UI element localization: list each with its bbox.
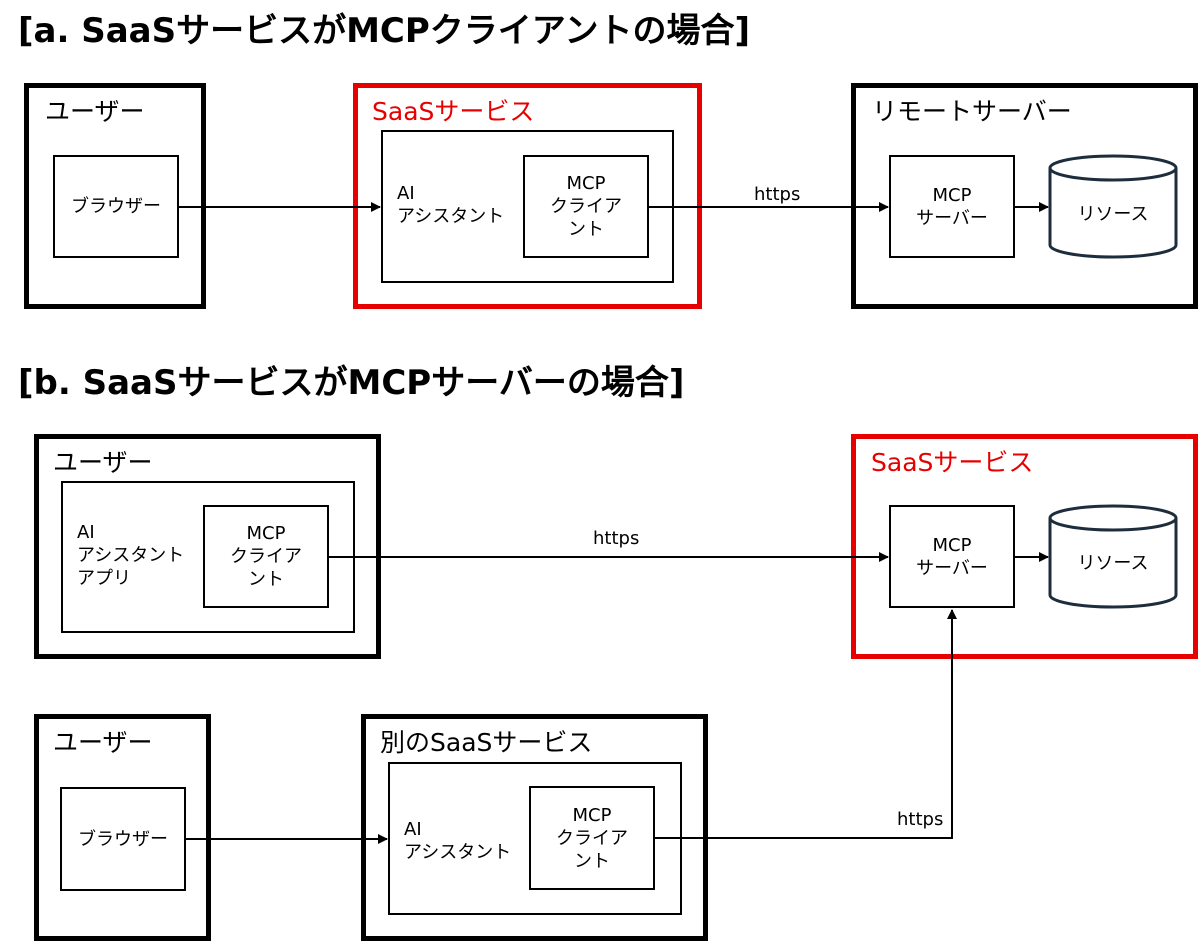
- user-label: ユーザー: [53, 728, 153, 757]
- remote-server-box: リモートサーバー: [851, 83, 1198, 309]
- ai-assistant-box-b: AI アシスタント: [388, 762, 682, 915]
- ai-assistant-label: AI アシスタント: [404, 819, 512, 863]
- mcp-client-node-b2: MCP クライア ント: [529, 786, 655, 890]
- user-label: ユーザー: [53, 448, 153, 477]
- user-box-b1: ユーザー: [34, 434, 381, 659]
- https-label-b1: https: [593, 528, 640, 549]
- user-label: ユーザー: [45, 97, 145, 126]
- ai-assistant-app-label: AI アシスタント アプリ: [77, 522, 185, 589]
- remote-server-label: リモートサーバー: [872, 97, 1072, 126]
- saas-label: SaaSサービス: [871, 448, 1034, 477]
- browser-node-a: ブラウザー: [53, 155, 179, 258]
- mcp-client-node-a: MCP クライア ント: [523, 155, 649, 258]
- browser-node-b: ブラウザー: [60, 787, 186, 891]
- saas-label: SaaSサービス: [372, 97, 535, 126]
- user-box-b2: ユーザー: [34, 714, 211, 941]
- saas-box-b: SaaSサービス: [851, 434, 1198, 659]
- mcp-server-node-a: MCP サーバー: [889, 155, 1015, 258]
- resource-cylinder-b: [1048, 504, 1178, 609]
- resource-cylinder-a: [1048, 154, 1178, 259]
- mcp-server-node-b: MCP サーバー: [889, 505, 1015, 608]
- section-b-title: [b. SaaSサービスがMCPサーバーの場合]: [18, 363, 685, 403]
- other-saas-label: 別のSaaSサービス: [380, 728, 593, 757]
- ai-assistant-app-box: AI アシスタント アプリ: [61, 481, 355, 633]
- ai-assistant-label: AI アシスタント: [397, 183, 505, 227]
- saas-box-a: SaaSサービス: [353, 83, 702, 309]
- https-label-b2: https: [897, 809, 944, 830]
- https-label-a: https: [754, 184, 801, 205]
- user-box-a: ユーザー: [24, 83, 206, 309]
- edge-mcp-client-to-server-b2: [655, 609, 957, 839]
- mcp-client-node-b1: MCP クライア ント: [203, 505, 329, 608]
- section-a-title: [a. SaaSサービスがMCPクライアントの場合]: [18, 11, 750, 51]
- resource-label-b: リソース: [1077, 552, 1149, 574]
- other-saas-box: 別のSaaSサービス: [361, 714, 708, 941]
- resource-label-a: リソース: [1077, 203, 1149, 225]
